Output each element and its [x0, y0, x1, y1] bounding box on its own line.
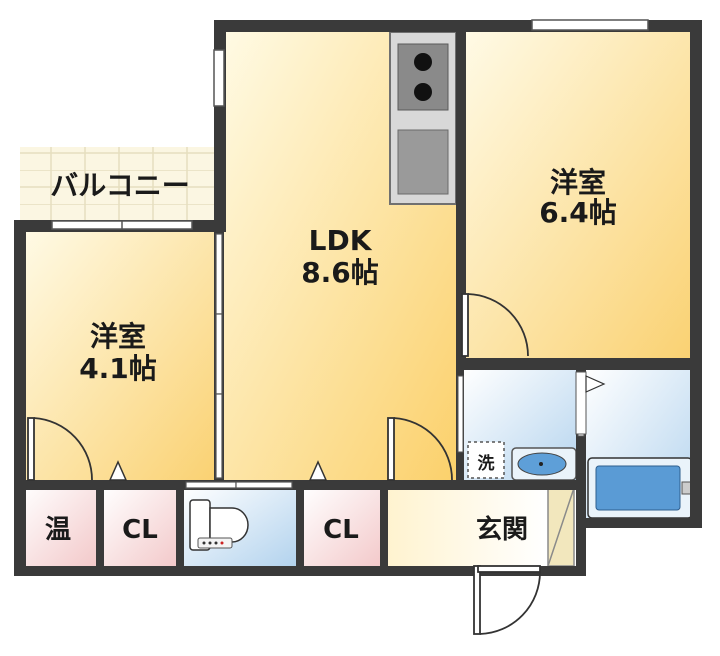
shoe-box [547, 487, 575, 567]
entrance-floor [386, 488, 546, 566]
bathtub-icon [587, 457, 693, 519]
western-room-2-floor [20, 226, 218, 482]
ldk-name: LDK [309, 224, 373, 257]
washbasin-icon [511, 447, 577, 481]
balcony: バルコニー [20, 147, 216, 221]
closet-left-label: CL [122, 515, 158, 545]
door-entrance[interactable] [473, 565, 541, 635]
toilet-sliding-door[interactable] [185, 481, 293, 489]
stove-burner-icon [414, 53, 432, 71]
water-heater-space [20, 488, 96, 566]
western-room-1-size: 6.4帖 [539, 196, 617, 229]
closet-right-floor [302, 488, 382, 566]
window-western-1 [531, 19, 649, 31]
water-heater-label: 温 [45, 515, 71, 545]
closet-door-marker[interactable] [108, 460, 328, 481]
western-room-1-name: 洋室 [550, 166, 606, 199]
balcony-label: バルコニー [50, 169, 189, 202]
kitchen-sink-icon [397, 129, 449, 195]
closet-left-floor [102, 488, 178, 566]
western-room-2-name: 洋室 [90, 320, 146, 353]
western-room-2-size: 4.1帖 [79, 352, 157, 385]
ldk-size: 8.6帖 [301, 256, 379, 289]
door-western-1[interactable] [461, 293, 529, 357]
windows [51, 19, 649, 230]
window-ldk-left [213, 49, 225, 107]
washing-machine-space: 洗 [467, 441, 505, 479]
closet-right-label: CL [323, 515, 359, 545]
sliding-door[interactable] [215, 233, 223, 479]
toilet-icon [189, 499, 249, 551]
entrance-label: 玄関 [476, 514, 528, 545]
ventilation-flag-icon [575, 371, 606, 435]
washer-label: 洗 [478, 453, 495, 474]
door-western-2[interactable] [27, 417, 93, 481]
door-ldk[interactable] [387, 417, 453, 481]
kitchen-counter [389, 31, 457, 205]
washroom-door[interactable] [457, 375, 464, 453]
stove-burner-icon [414, 83, 432, 101]
